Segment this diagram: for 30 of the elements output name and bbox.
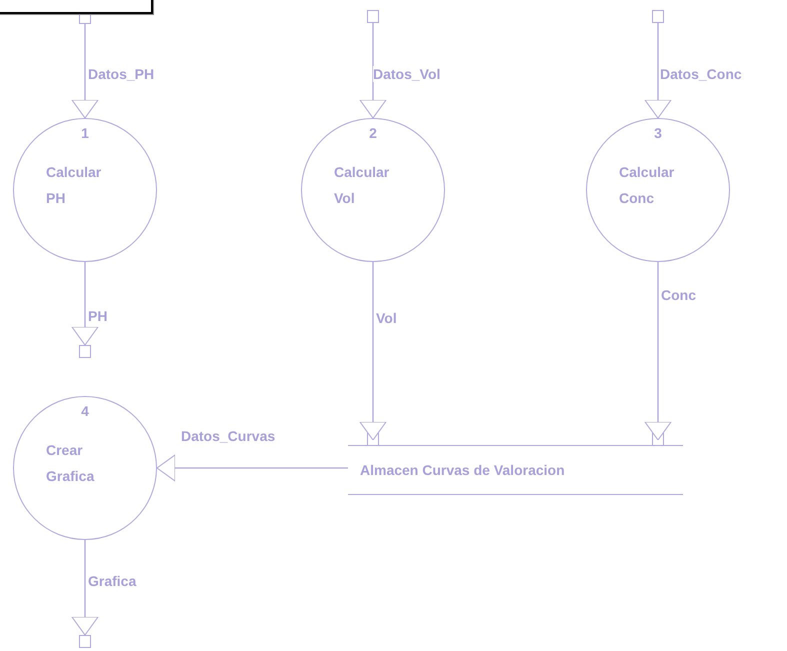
data-flow-arrow (72, 262, 98, 346)
process-number: 4 (81, 402, 89, 421)
connector-square (79, 345, 91, 358)
external-entity-box (0, 0, 153, 14)
process-label: Calcular Conc (619, 163, 676, 208)
process-label: Crear Grafica (46, 441, 96, 486)
process-label: Calcular PH (46, 163, 102, 208)
data-flow-arrow (72, 540, 98, 636)
connector-square (367, 10, 379, 23)
connector-square (652, 10, 664, 23)
edge-label: Grafica (88, 573, 136, 589)
edge-label: Datos_Conc (660, 66, 742, 82)
edge-label: Datos_Curvas (181, 428, 276, 444)
edge-label: Vol (376, 310, 397, 326)
process-number: 3 (654, 124, 662, 143)
edge-label: PH (88, 308, 108, 324)
edge-label: Conc (661, 287, 696, 303)
edge-label: Datos_Vol (373, 66, 440, 82)
process-number: 1 (81, 124, 89, 143)
data-flow-arrow (360, 23, 386, 118)
data-flow-arrow (644, 262, 672, 440)
data-flow-arrow (360, 262, 386, 440)
data-flow-arrow (644, 23, 672, 118)
data-flow-arrow (156, 454, 348, 482)
connector-square (79, 635, 91, 648)
store-label: Almacen Curvas de Valoracion (360, 460, 565, 480)
process-label: Calcular Vol (334, 163, 390, 208)
process-number: 2 (369, 124, 377, 143)
data-flow-arrow (72, 24, 98, 118)
edge-label: Datos_PH (88, 66, 154, 82)
